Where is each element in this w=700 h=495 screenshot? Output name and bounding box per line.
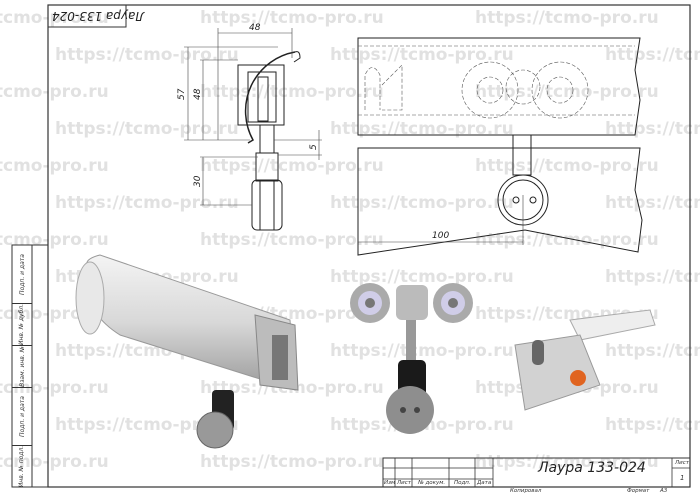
col-change: Изм <box>384 480 396 486</box>
format-value: A3 <box>660 488 668 494</box>
designation: Лаура 133-024 <box>538 460 646 476</box>
strip-label: Подп. и дата <box>18 395 26 437</box>
strip-cell: Подп. и дата <box>12 387 32 446</box>
copied-label: Копировал <box>510 488 542 494</box>
strip-label: Инв. № дубл. <box>18 303 26 345</box>
sheet-label: Лист <box>675 460 689 466</box>
col-doc-number: № докум. <box>418 480 446 486</box>
dim-width-top: 48 <box>249 23 261 33</box>
stopper-render <box>514 309 656 411</box>
dim-stem: 30 <box>193 175 203 187</box>
format-label: Формат <box>627 488 650 494</box>
strip-cell: Инв. № подл. <box>12 445 32 487</box>
strip-label: Подп. и дата <box>18 253 26 295</box>
dim-height-inner: 48 <box>193 88 203 100</box>
rail-render <box>75 254 299 449</box>
dim-height-total: 57 <box>177 88 187 100</box>
strip-cell: Взам. инв. № <box>12 345 32 388</box>
sheet-number: 1 <box>680 474 685 482</box>
col-sheet: Лист <box>397 480 411 486</box>
side-view: 100 <box>357 37 643 256</box>
dim-offset: 100 <box>432 231 449 241</box>
strip-cell: Инв. № дубл. <box>12 303 32 346</box>
strip-cell: Подп. и дата <box>12 245 32 304</box>
col-signature: Подп. <box>454 480 471 486</box>
col-date: Дата <box>477 480 492 486</box>
carriage-render <box>350 283 473 434</box>
side-strip: Подп. и дата Инв. № дубл. Взам. инв. № П… <box>12 245 32 487</box>
front-section-view: 48 57 48 5 30 <box>177 23 322 231</box>
strip-label: Инв. № подл. <box>18 445 26 487</box>
strip-label: Взам. инв. № <box>18 345 26 387</box>
rotated-designation-label: Лаура 133-024 <box>52 9 145 23</box>
dim-gap: 5 <box>309 144 319 150</box>
